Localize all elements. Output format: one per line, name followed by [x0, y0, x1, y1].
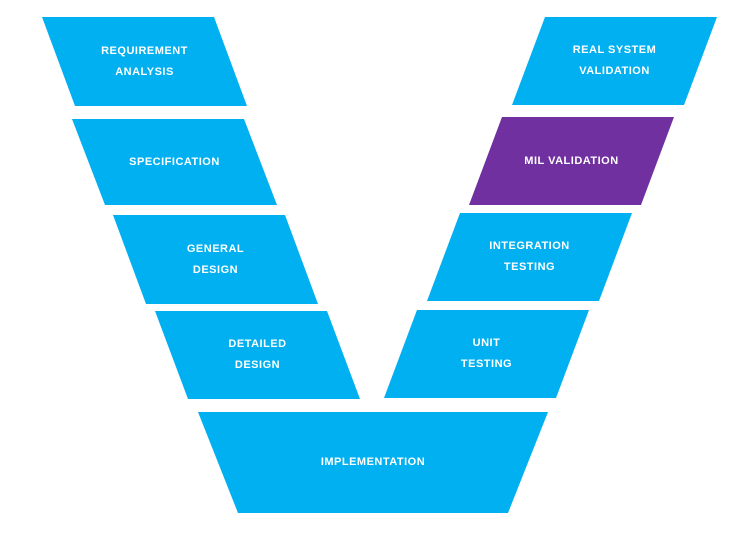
- block-detailed-design: DETAILED DESIGN: [155, 311, 360, 399]
- block-label-line: DESIGN: [192, 263, 239, 276]
- block-specification: SPECIFICATION: [72, 119, 277, 205]
- block-label-line: GENERAL: [186, 242, 245, 255]
- block-label-line: DESIGN: [234, 359, 281, 371]
- block-requirement-analysis: REQUIREMENT ANALYSIS: [42, 17, 247, 106]
- block-mil-validation: MIL VALIDATION: [469, 117, 674, 205]
- block-unit-testing: UNIT TESTING: [384, 310, 589, 398]
- block-label-line: VALIDATION: [579, 65, 650, 77]
- block-general-design: GENERAL DESIGN: [113, 215, 318, 304]
- block-label-line: UNIT: [472, 337, 501, 349]
- block-label-line: IMPLEMENTATION: [320, 456, 426, 468]
- block-integration-testing: INTEGRATION TESTING: [427, 213, 632, 301]
- block-real-system-validation: REAL SYSTEM VALIDATION: [512, 17, 717, 105]
- block-label-line: ANALYSIS: [115, 65, 174, 78]
- block-implementation: IMPLEMENTATION: [198, 412, 548, 513]
- block-label-line: REAL SYSTEM: [572, 44, 657, 56]
- block-label-line: MIL VALIDATION: [524, 154, 619, 167]
- block-label-line: SPECIFICATION: [129, 155, 220, 168]
- block-label-line: DETAILED: [228, 338, 287, 350]
- block-label-line: REQUIREMENT: [101, 44, 188, 57]
- block-label-line: TESTING: [503, 261, 556, 273]
- block-label-line: INTEGRATION: [489, 240, 570, 252]
- block-label-line: TESTING: [460, 358, 513, 370]
